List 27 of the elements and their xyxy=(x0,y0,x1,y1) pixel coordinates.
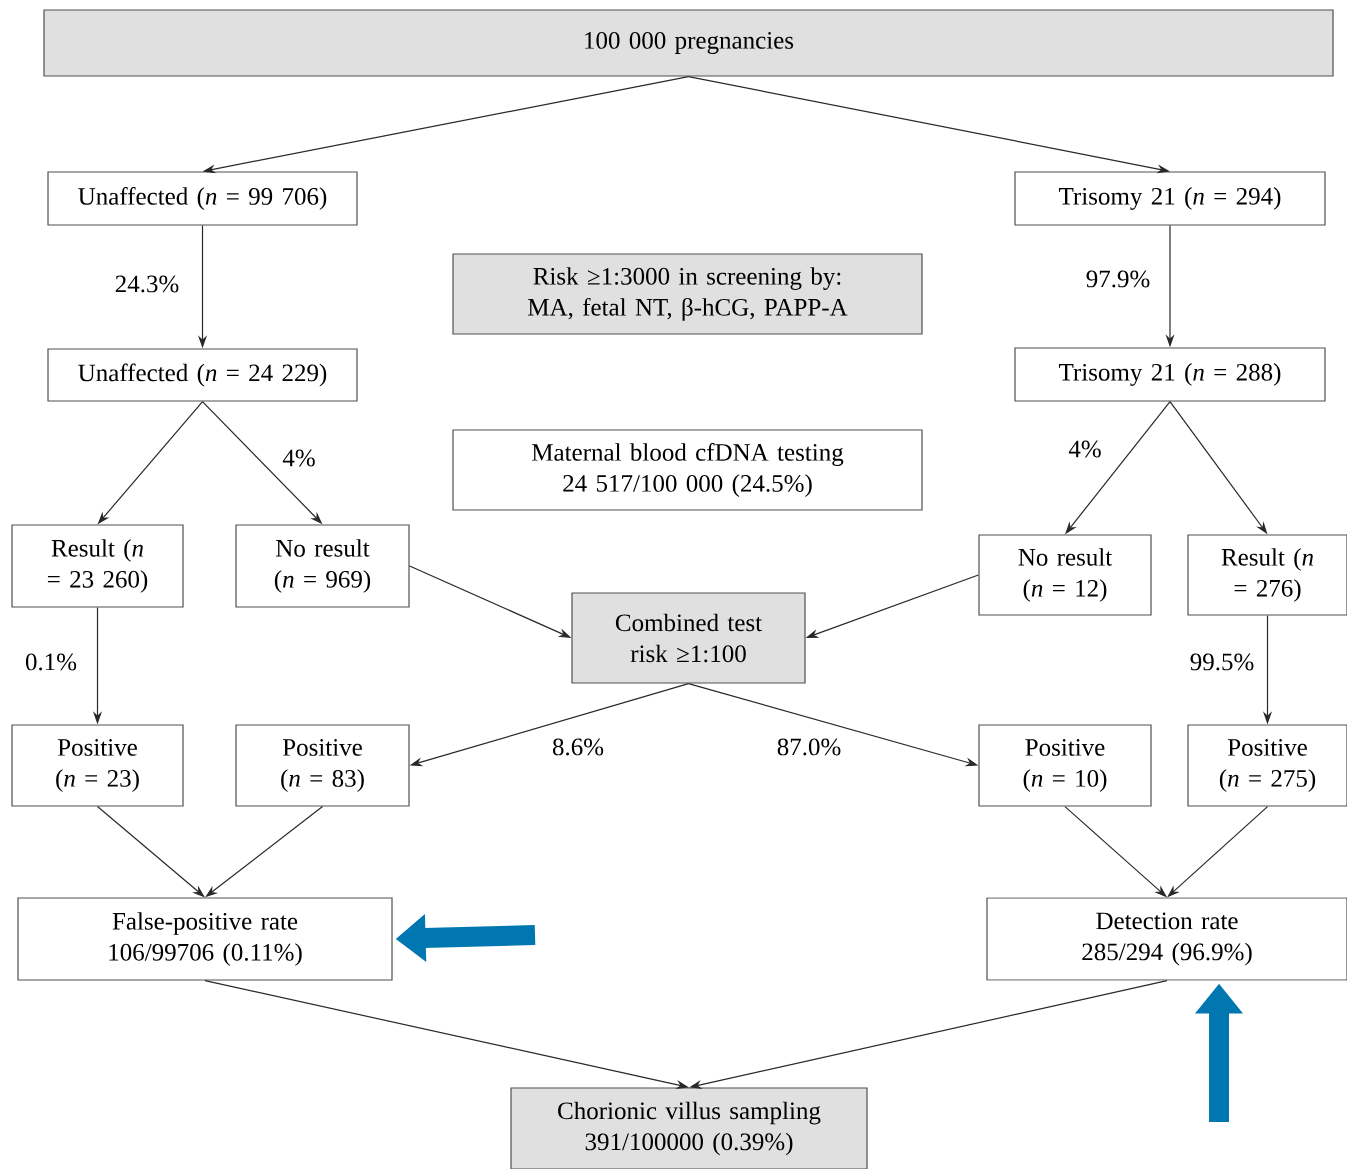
edge-label: 0.1% xyxy=(22,651,80,673)
process-box: No result (n = 12) xyxy=(978,534,1152,616)
process-box: False-positive rate 106/99706 (0.11%) xyxy=(17,897,393,981)
process-box: Result (n = 276) xyxy=(1187,534,1347,616)
process-box: Combined test risk ≥1:100 xyxy=(571,592,806,684)
edge-label: 4% xyxy=(280,447,318,469)
process-box: Trisomy 21 (n = 288) xyxy=(1014,347,1326,402)
edge-label: 97.9% xyxy=(1083,268,1153,290)
edge-label: 8.6% xyxy=(549,736,607,758)
process-box: Chorionic villus sampling 391/100000 (0.39%) xyxy=(510,1087,868,1169)
edge-label: 87.0% xyxy=(774,736,844,758)
process-box: Positive (n = 10) xyxy=(978,724,1152,807)
edge-label: 99.5% xyxy=(1187,651,1257,673)
process-box: Unaffected (n = 24 229) xyxy=(47,348,358,402)
process-box: Detection rate 285/294 (96.9%) xyxy=(986,897,1347,981)
process-box: Maternal blood cfDNA testing 24 517/100 000 (24.5%) xyxy=(452,429,923,511)
process-box: No result (n = 969) xyxy=(235,524,410,608)
process-box: 100 000 pregnancies xyxy=(43,9,1334,77)
process-box: Trisomy 21 (n = 294) xyxy=(1014,171,1326,226)
process-box: Unaffected (n = 99 706) xyxy=(47,171,358,226)
process-box: Positive (n = 275) xyxy=(1187,724,1347,807)
edge-label: 24.3% xyxy=(112,273,182,295)
process-box: Positive (n = 23) xyxy=(11,724,184,807)
edge-label: 4% xyxy=(1066,438,1104,460)
process-box: Result (n = 23 260) xyxy=(11,524,184,608)
process-box: Risk ≥1:3000 in screening by: MA, fetal NT, β-hCG, PAPP-A xyxy=(452,253,923,335)
process-box: Positive (n = 83) xyxy=(235,724,410,807)
